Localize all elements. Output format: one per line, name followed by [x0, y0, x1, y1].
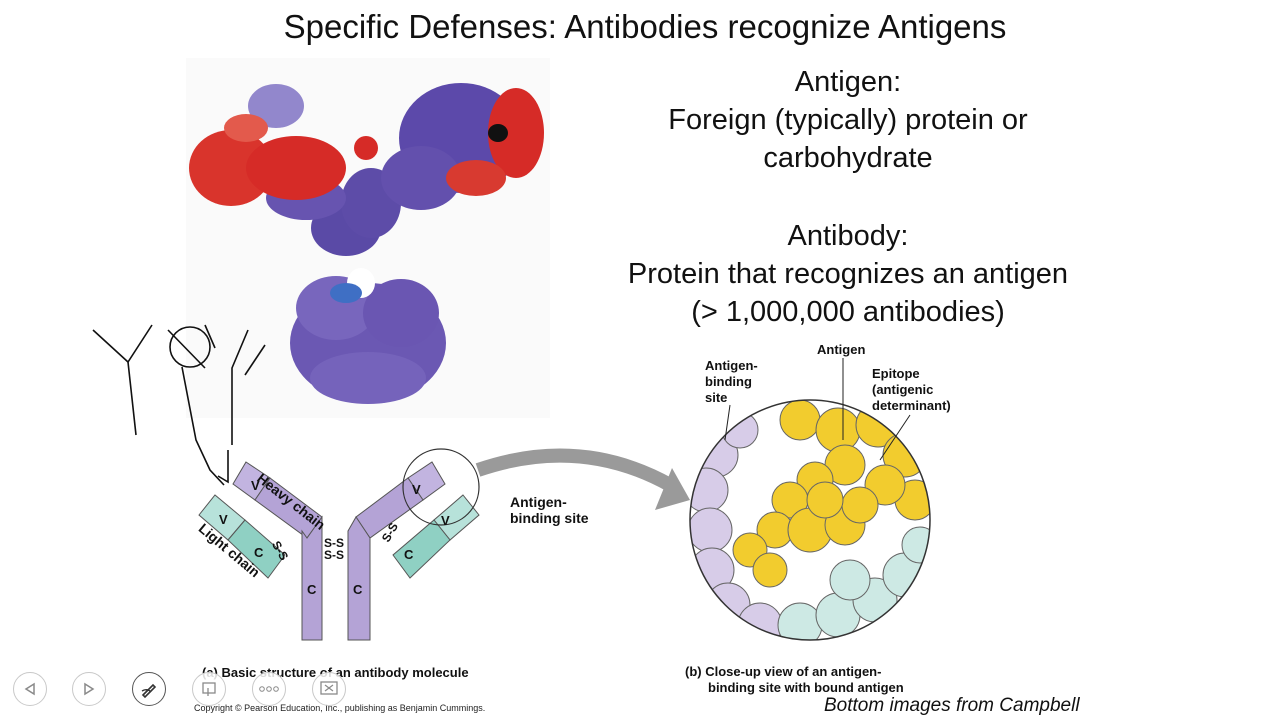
zoom-arrow: [475, 448, 674, 492]
copyright-notice: Copyright © Pearson Education, Inc., pub…: [194, 703, 486, 713]
light-chain-left: [198, 494, 286, 579]
handwritten-annotation: [92, 324, 266, 486]
pen-tool-button[interactable]: [132, 672, 166, 706]
laser-pointer-icon: [202, 682, 216, 696]
closeup-binding-site-label-line2: binding: [705, 374, 752, 389]
antigen-definition-line1: Foreign (typically) protein or: [668, 104, 1028, 136]
antibody-definition-text: Protein that recognizes an antigen: [627, 258, 1069, 290]
v-label-light-left: V: [219, 512, 228, 527]
binding-site-circle: [402, 448, 480, 526]
pointer-tool-button[interactable]: [192, 672, 226, 706]
figure-b-caption-line1: (b) Close-up view of an antigen-: [685, 664, 882, 679]
triangle-left-icon: [24, 682, 35, 696]
previous-slide-button[interactable]: [13, 672, 47, 706]
c-label-heavy-right: C: [353, 582, 363, 597]
zoom-arrow-head: [655, 468, 690, 510]
slide-title: Specific Defenses: Antibodies recognize …: [283, 8, 1007, 45]
v-label-heavy-left: V: [251, 478, 260, 493]
ellipsis-icon: [259, 686, 279, 692]
binding-site-label-line1: Antigen-: [510, 494, 567, 510]
slide-overview-button[interactable]: [312, 672, 346, 706]
binding-site-label-line2: binding site: [510, 510, 589, 526]
triangle-right-icon: [84, 682, 95, 696]
heavy-chain-left: [232, 461, 323, 641]
antigen-label: Antigen: [817, 342, 866, 357]
epitope-label-line2: (antigenic: [872, 382, 934, 397]
antibody-definition: Antibody: Protein that recognizes an ant…: [560, 217, 1136, 331]
disulfide-bond-label-2: S-S: [324, 548, 345, 562]
antibody-protein-model-image: [186, 58, 550, 418]
c-label-heavy-left: C: [307, 582, 317, 597]
antigen-definition-line2: carbohydrate: [763, 142, 933, 174]
next-slide-button[interactable]: [72, 672, 106, 706]
epitope-label-line3: determinant): [872, 398, 951, 413]
v-label-light-right: V: [441, 513, 450, 528]
c-label-light-right: C: [404, 547, 414, 562]
more-options-button[interactable]: [252, 672, 286, 706]
closeup-binding-site-label-line3: site: [705, 390, 728, 405]
slides-grid-icon: [320, 681, 338, 695]
v-label-heavy-right: V: [412, 482, 421, 497]
light-chain-right: [392, 494, 480, 579]
c-label-light-left: C: [254, 545, 264, 560]
image-credit: Bottom images from Campbell: [824, 695, 1080, 716]
antibody-count: (> 1,000,000 antibodies): [691, 296, 1005, 328]
antigen-definition: Antigen: Foreign (typically) protein or …: [600, 63, 1096, 177]
epitope-label-line1: Epitope: [872, 366, 920, 381]
heavy-chain-right: [347, 461, 446, 641]
antigen-heading: Antigen:: [794, 66, 902, 98]
disulfide-bond-label-1: S-S: [324, 536, 345, 550]
closeup-binding-site-label-line1: Antigen-: [705, 358, 758, 373]
figure-b-caption-line2: binding site with bound antigen: [708, 680, 904, 695]
antibody-heading: Antibody:: [787, 220, 909, 252]
pen-icon: [141, 683, 157, 699]
